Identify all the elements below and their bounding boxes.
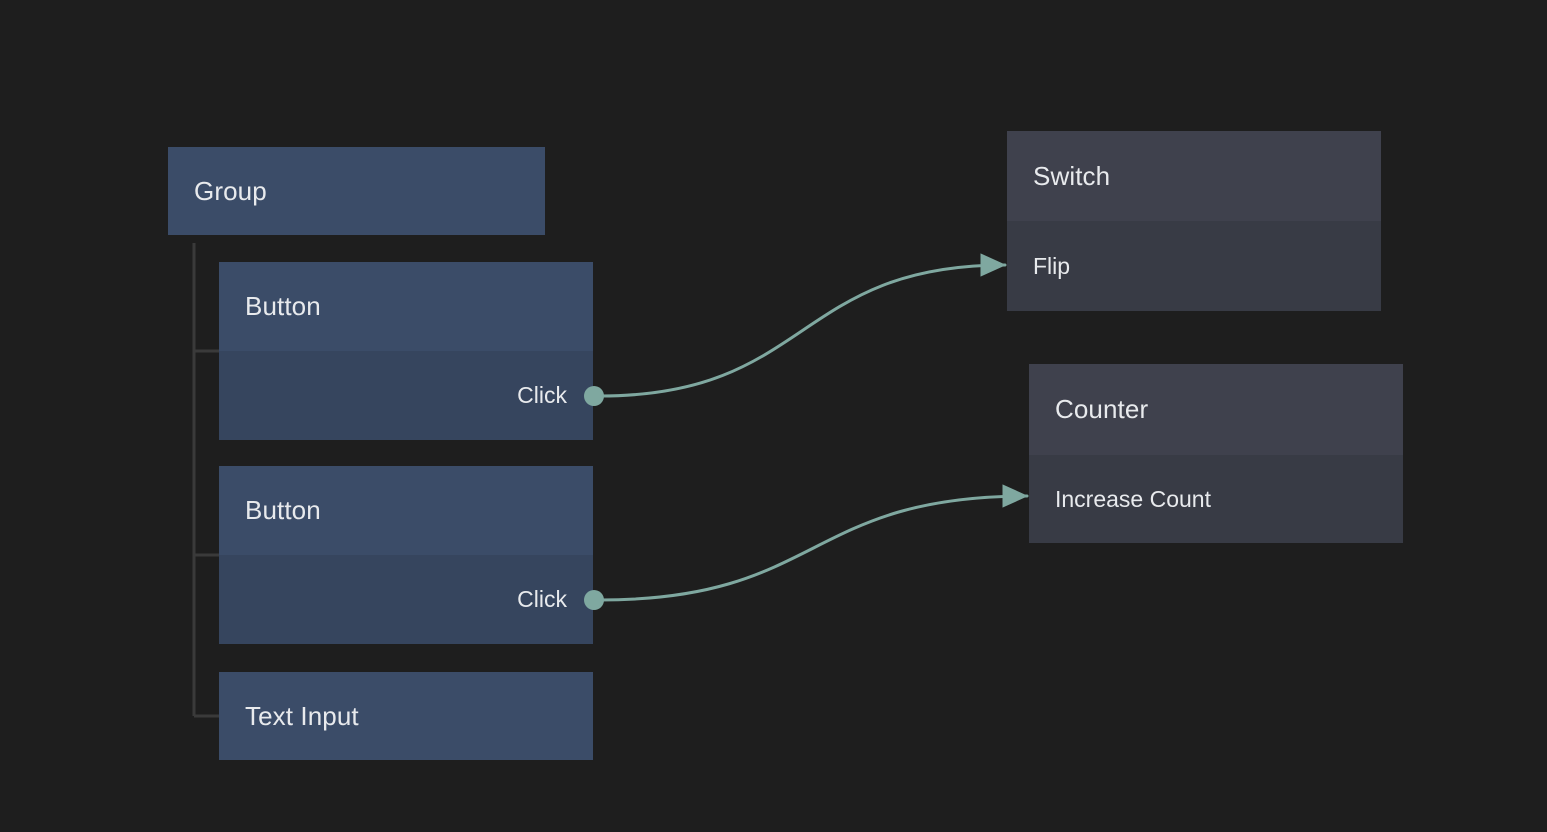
edge-click-flip[interactable] [598,253,1007,398]
node-body-switch: Flip [1007,221,1381,311]
node-title-text-input: Text Input [245,700,359,731]
node-title-counter: Counter [1055,394,1149,424]
node-text-input[interactable]: Text Input [219,672,593,760]
output-port-label-button-1-0[interactable]: Click [517,382,567,408]
output-port-button-1-0[interactable] [584,386,604,406]
node-header-switch[interactable]: Switch [1007,131,1381,221]
edge-click-increase[interactable] [598,484,1029,602]
node-title-button-2: Button [245,495,321,525]
node-header-text-input[interactable]: Text Input [219,672,593,760]
output-port-button-2-0[interactable] [584,590,604,610]
node-body-button-2: Click [219,555,593,644]
input-port-label-switch-0[interactable]: Flip [1033,252,1071,279]
node-title-button-1: Button [245,291,321,321]
node-header-button-2[interactable]: Button [219,466,593,555]
node-header-group[interactable]: Group [168,147,545,235]
output-port-label-button-2-0[interactable]: Click [517,586,567,612]
node-title-switch: Switch [1033,160,1111,191]
node-title-group: Group [194,175,267,206]
node-body-counter: Increase Count [1029,455,1403,543]
input-port-label-counter-0[interactable]: Increase Count [1055,485,1211,512]
node-header-button-1[interactable]: Button [219,262,593,351]
node-body-button-1: Click [219,351,593,440]
node-header-counter[interactable]: Counter [1029,364,1403,455]
node-group[interactable]: Group [168,147,545,235]
